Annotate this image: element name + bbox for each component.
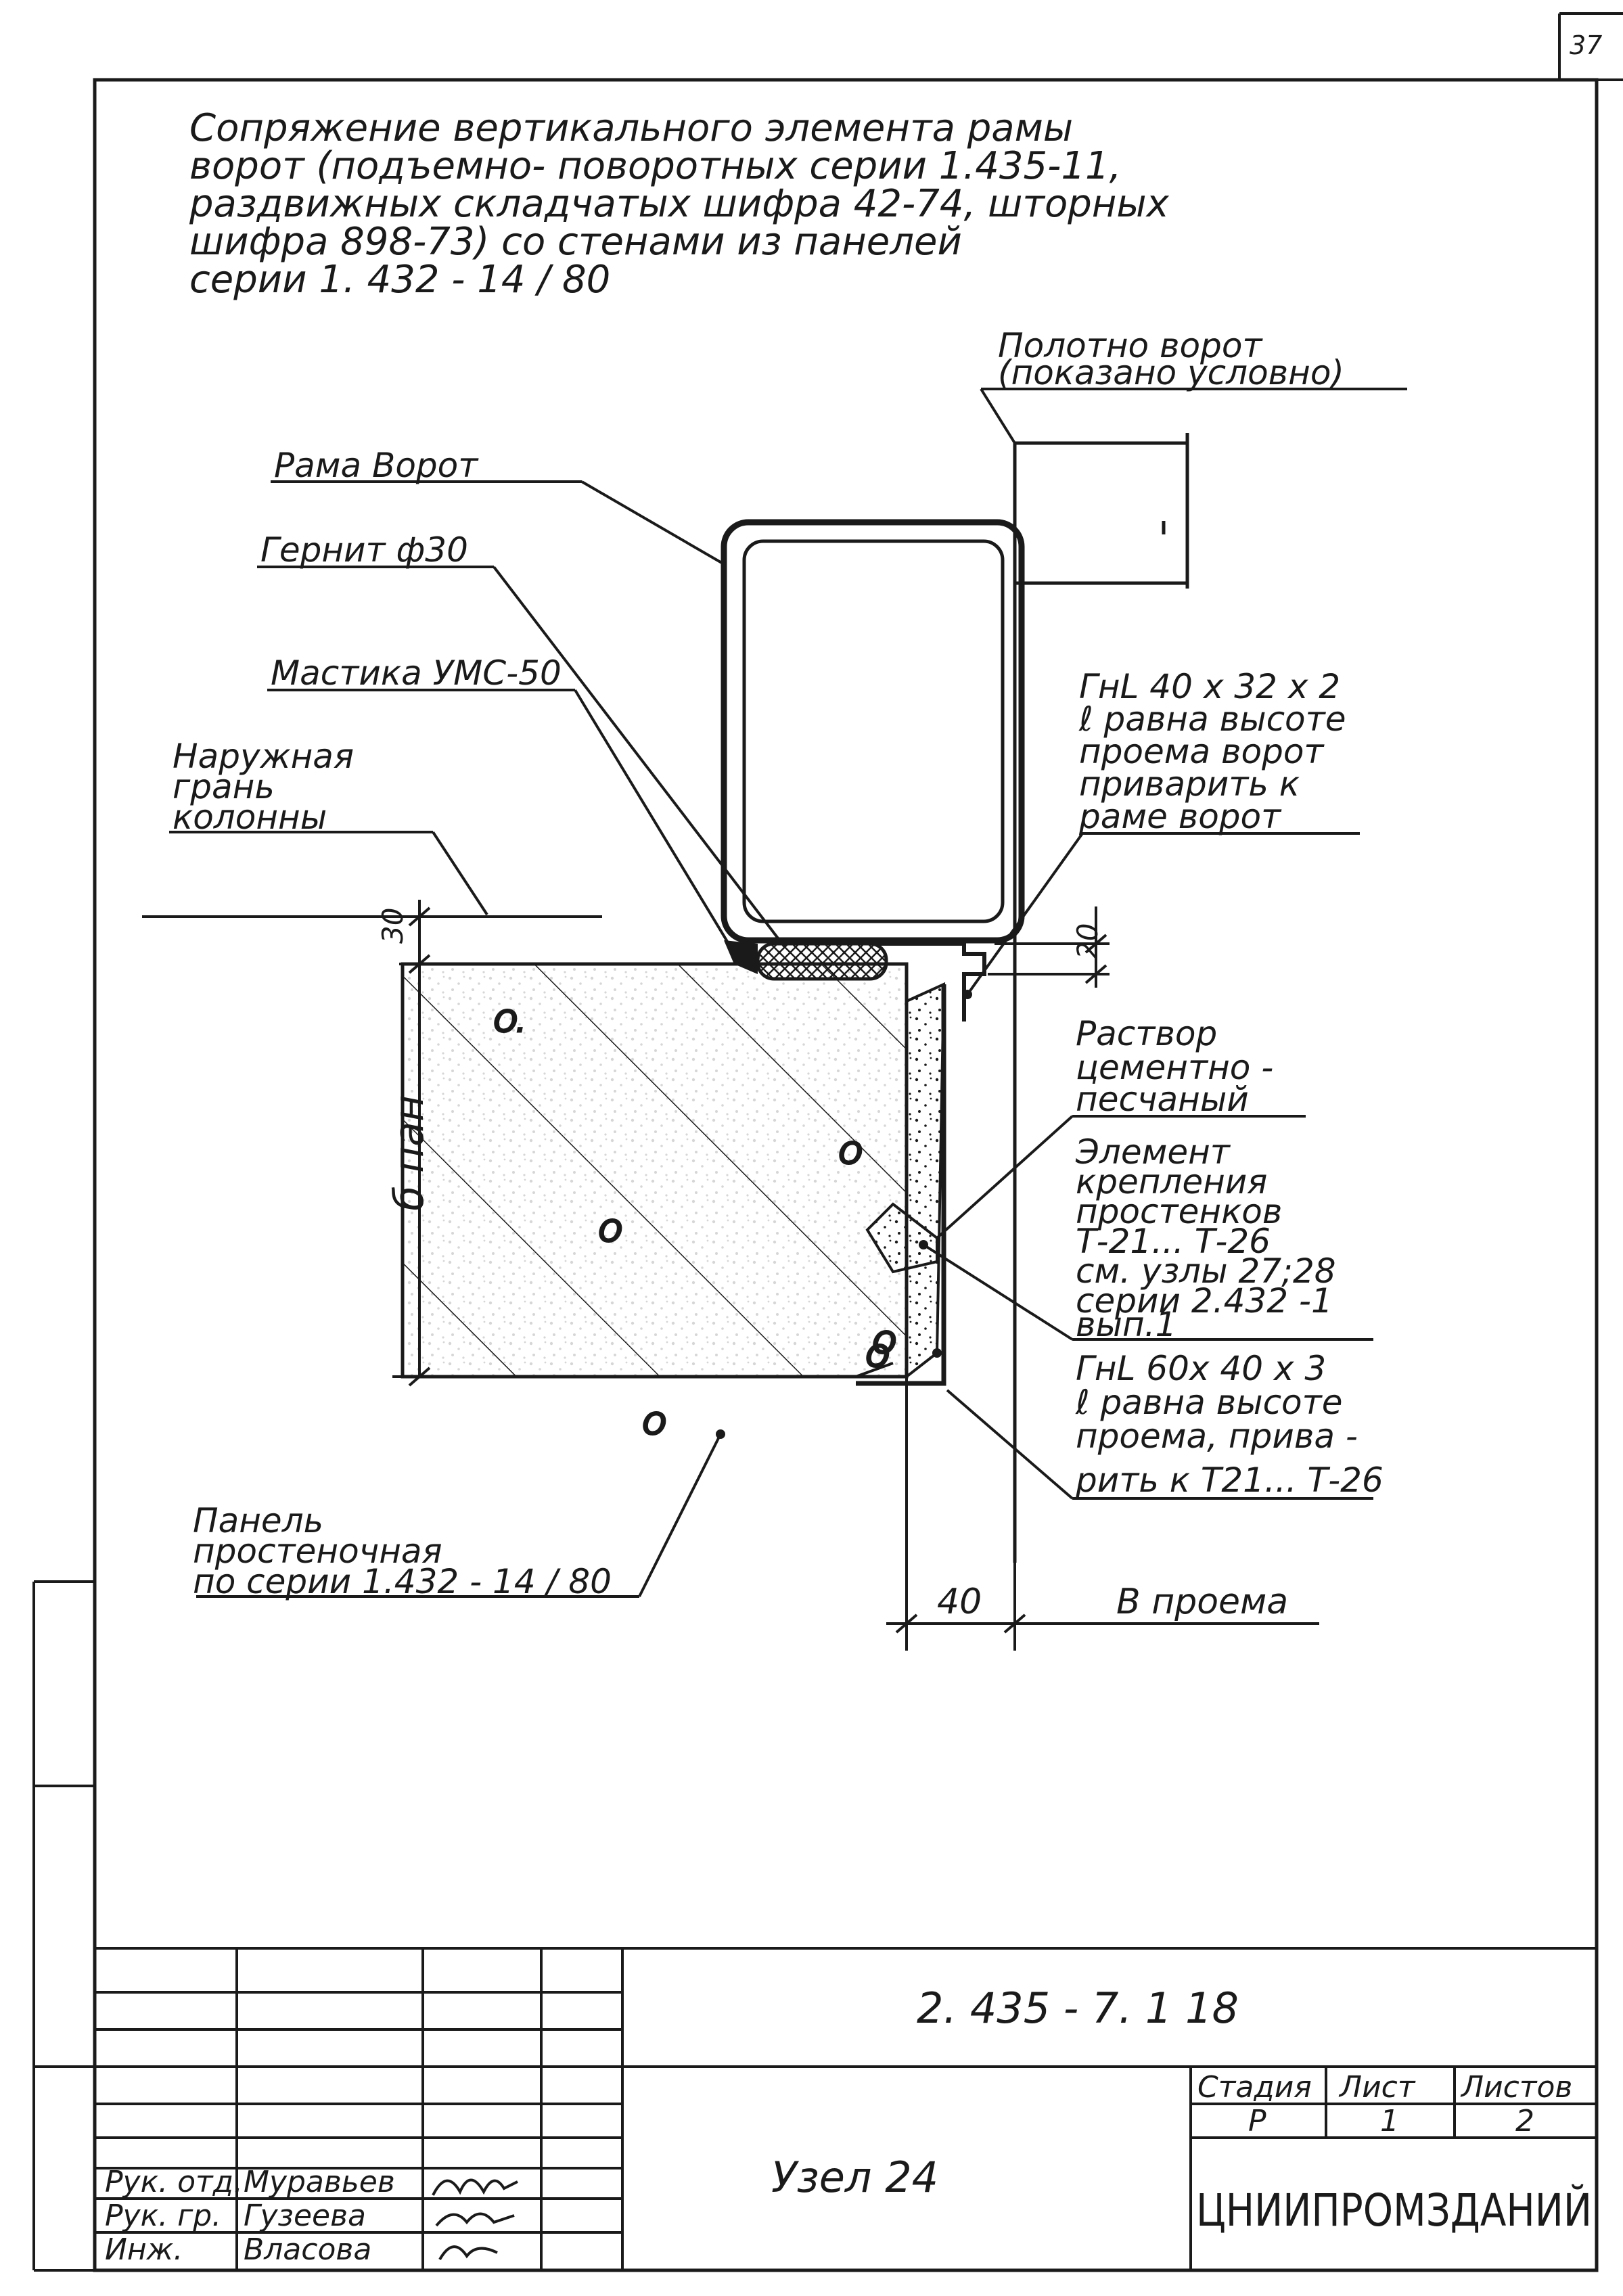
fixing-element [865, 1202, 938, 1274]
sheets-value: 2 [1515, 2104, 1534, 2138]
label-mortar-1: Раствор [1076, 1014, 1217, 1053]
label-fix-2: крепления [1076, 1162, 1267, 1201]
dim-40: 40 [937, 1582, 982, 1622]
label-gernit: Гернит ф30 [260, 530, 468, 570]
label-angle1-3: проема ворот [1079, 732, 1325, 771]
label-outer-face-3: колонны [173, 798, 327, 837]
mortar-fill [905, 982, 946, 1380]
svg-text:O: O [873, 1326, 896, 1360]
label-outer-face-1: Наружная [173, 737, 354, 776]
organization-name: ЦНИИПРОМЗДАНИЙ [1196, 2184, 1592, 2236]
name-engineer: Власова [244, 2232, 371, 2267]
label-fix-7: вып.1 [1076, 1305, 1176, 1344]
stage-value: Р [1248, 2104, 1266, 2138]
label-angle1-5: раме ворот [1078, 797, 1282, 836]
title-line-4: шифра 898-73) со стенами из панелей [189, 220, 962, 264]
svg-text:O: O [643, 1407, 666, 1442]
stage-header: Стадия [1197, 2070, 1312, 2105]
leader-dot-panel [716, 1429, 725, 1439]
dim-20: 20 [1071, 923, 1104, 959]
label-panel-1: Панель [193, 1501, 323, 1540]
signatories: Рук. отд. Рук. гр. Инж. Муравьев Гузеева… [105, 2165, 395, 2267]
role-head-group: Рук. гр. [105, 2199, 221, 2233]
leader-dot-angle2 [932, 1348, 942, 1358]
svg-text:O: O [599, 1214, 622, 1249]
doc-code: 2. 435 - 7. 1 18 [917, 1983, 1239, 2033]
mastic-fill [724, 940, 758, 974]
label-opening: В проема [1116, 1582, 1288, 1622]
title-block-grid [95, 1947, 1597, 2270]
label-fix-5: см. узлы 27;28 [1076, 1252, 1336, 1291]
title-line-2: ворот (подъемно- поворотных серии 1.435-… [189, 144, 1121, 188]
label-door-leaf-1: Полотно ворот [998, 326, 1263, 365]
name-head-group: Гузеева [244, 2199, 366, 2233]
gernit-seal [756, 942, 888, 981]
title-line-5: серии 1. 432 - 14 / 80 [189, 258, 610, 302]
aggregate-marks: O. O O O O O [493, 1004, 898, 1443]
dimension-lines [392, 900, 1319, 1651]
leader-lines [169, 388, 1407, 1598]
drawing-title: Сопряжение вертикального элемента рамы в… [189, 106, 1170, 302]
sheet-name: Узел 24 [771, 2153, 938, 2202]
label-angle2-2: ℓ равна высоте [1075, 1383, 1343, 1422]
label-outer-face-2: грань [173, 767, 275, 806]
label-panel-3: по серии 1.432 - 14 / 80 [193, 1562, 612, 1601]
label-fix-1: Элемент [1075, 1132, 1231, 1172]
angle-60x40 [855, 984, 946, 1386]
label-angle1-1: ГнL 40 х 32 х 2 [1079, 667, 1340, 706]
name-head-dept: Муравьев [244, 2165, 395, 2199]
door-leaf [1013, 433, 1189, 1563]
role-engineer: Инж. [105, 2232, 183, 2267]
sheet-value: 1 [1380, 2104, 1399, 2138]
sheets-header: Листов [1460, 2070, 1572, 2105]
label-door-leaf-2: (показано условно) [998, 353, 1344, 392]
svg-text:O: O [839, 1136, 863, 1171]
label-angle1-4: приварить к [1079, 764, 1300, 804]
gate-frame-tube [721, 519, 1025, 944]
dim-30: 30 [376, 908, 409, 944]
signature-marks [432, 2178, 518, 2261]
label-panel-2: простеночная [193, 1532, 442, 1571]
label-angle1-2: ℓ равна высоте [1078, 699, 1346, 739]
title-line-3: раздвижных складчатых шифра 42-74, шторн… [189, 182, 1170, 226]
label-fix-6: серии 2.432 -1 [1076, 1281, 1333, 1321]
svg-text:O.: O. [494, 1005, 526, 1039]
sheet-corner-number: 37 [1570, 30, 1602, 60]
label-angle2-3: проема, прива - [1076, 1417, 1358, 1456]
callout-labels: Полотно ворот (показано условно) Рама Во… [173, 326, 1384, 1601]
label-angle2-4: рить к Т21... Т-26 [1075, 1461, 1384, 1500]
label-mastic: Мастика УМС-50 [271, 653, 562, 693]
role-head-dept: Рук. отд. [105, 2165, 243, 2199]
dim-b-pan: б пан [386, 1095, 433, 1211]
label-gate-frame: Рама Ворот [274, 446, 479, 485]
leader-dot-fix [919, 1240, 928, 1249]
leader-dot-angle1 [963, 990, 972, 999]
label-mortar-3: песчаный [1076, 1080, 1249, 1119]
wall-panel-section: O. O O O O O [401, 962, 909, 1443]
sheet-header: Лист [1338, 2070, 1416, 2105]
sheet-frame [32, 12, 1623, 2272]
label-fix-3: простенков [1076, 1192, 1282, 1231]
title-line-1: Сопряжение вертикального элемента рамы [189, 106, 1073, 150]
label-mortar-2: цементно - [1076, 1048, 1273, 1087]
label-angle2-1: ГнL 60х 40 х 3 [1076, 1349, 1326, 1388]
label-fix-4: Т-21... Т-26 [1076, 1222, 1271, 1261]
angle-40x32 [873, 942, 986, 1021]
